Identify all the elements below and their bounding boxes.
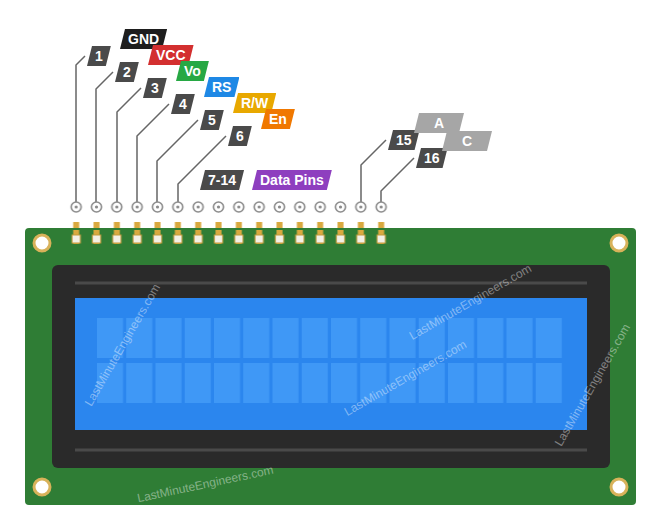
mounting-holes (34, 235, 627, 495)
pin-number: 6 (228, 126, 252, 146)
watermark: LastMinuteEngineers.com (551, 321, 632, 448)
character-cells (97, 318, 565, 403)
pin-number: 7-14 (200, 170, 244, 190)
pin-number: 2 (115, 62, 139, 82)
pcb-board (25, 228, 636, 505)
mounting-hole (611, 235, 627, 251)
watermark: LastMinuteEngineers.com (406, 261, 533, 342)
leader-line (178, 136, 226, 202)
leader-line (96, 72, 113, 202)
pin-group-name: Data Pins (252, 170, 332, 190)
watermark: LastMinuteEngineers.com (341, 337, 468, 418)
pin-name: RS (204, 77, 239, 97)
leader-line (76, 56, 85, 202)
pin-number: 1 (87, 46, 111, 66)
watermark: LastMinuteEngineers.com (136, 463, 275, 506)
mounting-hole (34, 235, 50, 251)
pin-number: 3 (143, 78, 167, 98)
pin-holes (66, 198, 391, 216)
pin-name: A (414, 113, 464, 133)
lcd-screen (75, 298, 587, 430)
pin-number: 4 (171, 94, 195, 114)
display-bezel (52, 265, 610, 468)
leader-line (381, 158, 414, 202)
leader-lines (76, 56, 414, 202)
leader-line (361, 140, 386, 202)
pin-number: 15 (388, 130, 420, 150)
mounting-hole (611, 479, 627, 495)
mounting-hole (34, 479, 50, 495)
header-pads (66, 230, 391, 246)
pin-name: C (442, 131, 492, 151)
bezel-line (75, 449, 587, 452)
header-pins (66, 222, 391, 246)
watermark: LastMinuteEngineers.com (81, 281, 162, 408)
pin-number: 5 (200, 110, 224, 130)
pin-name: Vo (176, 61, 209, 81)
pin-number: 16 (416, 148, 448, 168)
pin-name: En (261, 109, 295, 129)
